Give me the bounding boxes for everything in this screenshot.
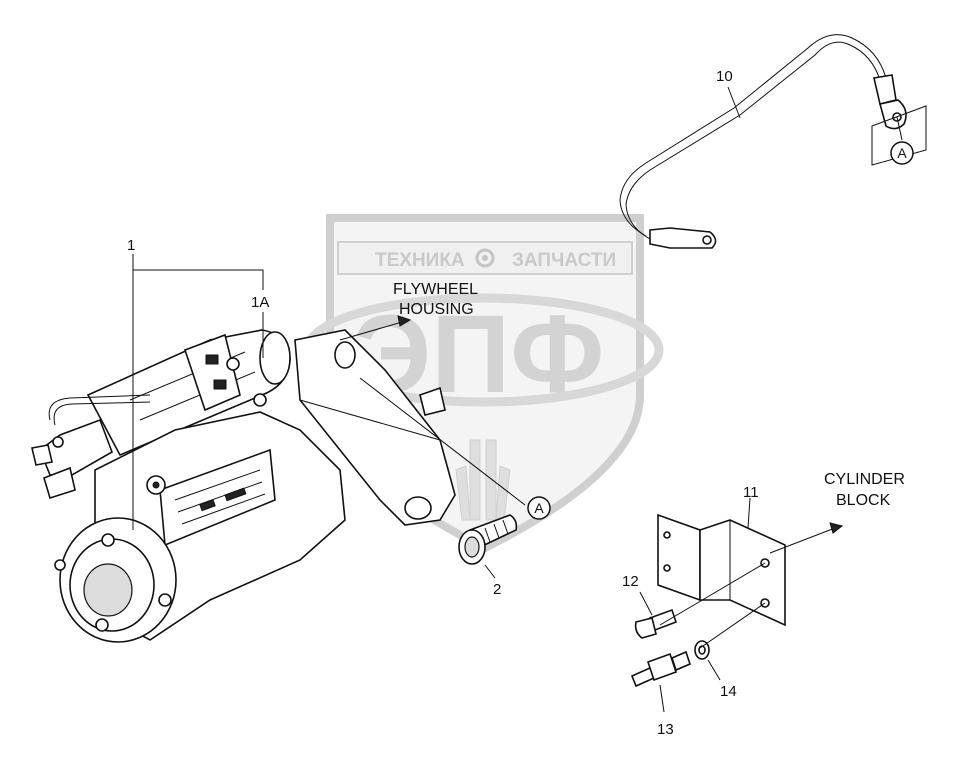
part-label-1: 1 bbox=[127, 237, 135, 254]
flywheel-note-line1: FLYWHEEL bbox=[393, 281, 478, 298]
flywheel-note-line2: HOUSING bbox=[399, 301, 474, 318]
callout-a-bottom-label: A bbox=[534, 500, 544, 516]
leader-11 bbox=[747, 497, 751, 529]
wheat-emblem bbox=[455, 439, 511, 521]
part-label-13: 13 bbox=[657, 721, 674, 738]
part-label-2: 2 bbox=[493, 581, 501, 598]
gear-icon bbox=[475, 248, 495, 268]
callout-a-top-label: A bbox=[897, 145, 907, 161]
leader-2 bbox=[484, 564, 496, 579]
part-label-11: 11 bbox=[743, 484, 759, 501]
watermark-banner-right: ЗАПЧАСТИ bbox=[512, 250, 616, 271]
leader-1-bracket bbox=[133, 269, 264, 290]
cylinder-arrow-head bbox=[829, 522, 844, 534]
leader-a-bottom bbox=[359, 377, 526, 506]
stud bbox=[630, 650, 691, 688]
direction-line-flywheel bbox=[339, 321, 403, 341]
support-bracket bbox=[657, 513, 786, 627]
washer bbox=[694, 640, 710, 660]
direction-line-cylinder bbox=[769, 527, 836, 554]
axis-line-14 bbox=[699, 602, 766, 649]
axis-line-12 bbox=[659, 562, 766, 626]
leader-a-top bbox=[896, 116, 903, 141]
leader-lines bbox=[132, 86, 903, 713]
callout-a-top: A bbox=[890, 141, 914, 165]
bracket-bolt bbox=[634, 608, 678, 639]
battery-cable bbox=[619, 34, 927, 249]
leader-10 bbox=[727, 86, 741, 119]
callout-a-bottom: A bbox=[527, 496, 551, 520]
part-label-1a: 1A bbox=[251, 294, 269, 311]
flange-bolt bbox=[458, 514, 518, 565]
leader-13 bbox=[659, 684, 665, 713]
watermark-banner-left: ТЕХНИКА bbox=[375, 250, 465, 271]
part-label-12: 12 bbox=[622, 573, 639, 590]
leader-12 bbox=[639, 591, 653, 616]
cylinder-note-line1: CYLINDER bbox=[824, 471, 905, 488]
part-label-14: 14 bbox=[720, 683, 737, 700]
cylinder-note-line2: BLOCK bbox=[836, 492, 891, 509]
starter-motor bbox=[31, 329, 456, 643]
leader-14 bbox=[707, 659, 721, 681]
flywheel-arrow-head bbox=[397, 315, 412, 327]
part-label-10: 10 bbox=[716, 68, 733, 85]
